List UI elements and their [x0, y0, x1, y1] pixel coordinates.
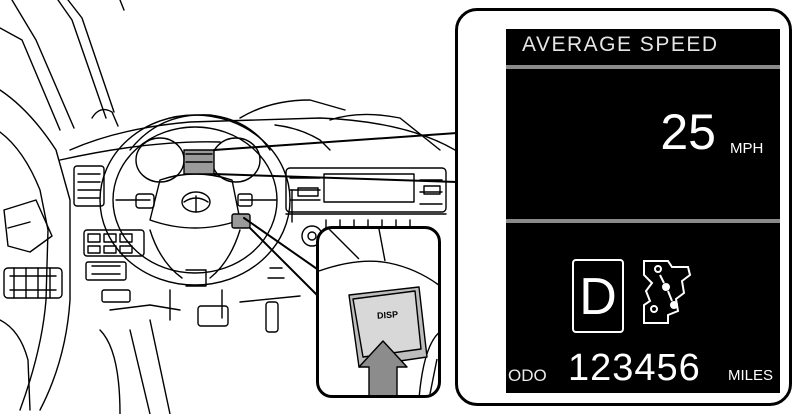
- disp-switch-label[interactable]: DISP: [377, 309, 399, 320]
- average-speed-unit: MPH: [730, 141, 763, 156]
- multi-information-display: AVERAGE SPEED 25 MPH D ODO 123456 MILES: [506, 29, 780, 393]
- display-callout: AVERAGE SPEED 25 MPH D ODO 123456 MILES: [455, 8, 792, 406]
- gear-indicator: D: [572, 259, 624, 333]
- drive-mode-map-icon: [638, 257, 698, 327]
- display-title: AVERAGE SPEED: [522, 33, 719, 57]
- display-divider-top: [506, 65, 780, 69]
- odometer-value: 123456: [568, 347, 701, 390]
- a-pillar: [0, 0, 124, 130]
- average-speed-value: 25: [660, 107, 716, 157]
- switch-callout: DISP: [316, 226, 441, 398]
- dashboard-top: [60, 100, 470, 160]
- left-vents: [74, 166, 144, 302]
- odometer-label: ODO: [508, 366, 547, 386]
- odometer-unit: MILES: [728, 367, 773, 384]
- door-panel: [0, 90, 70, 410]
- lower-dash: [100, 268, 300, 414]
- display-divider-bottom: [506, 219, 780, 223]
